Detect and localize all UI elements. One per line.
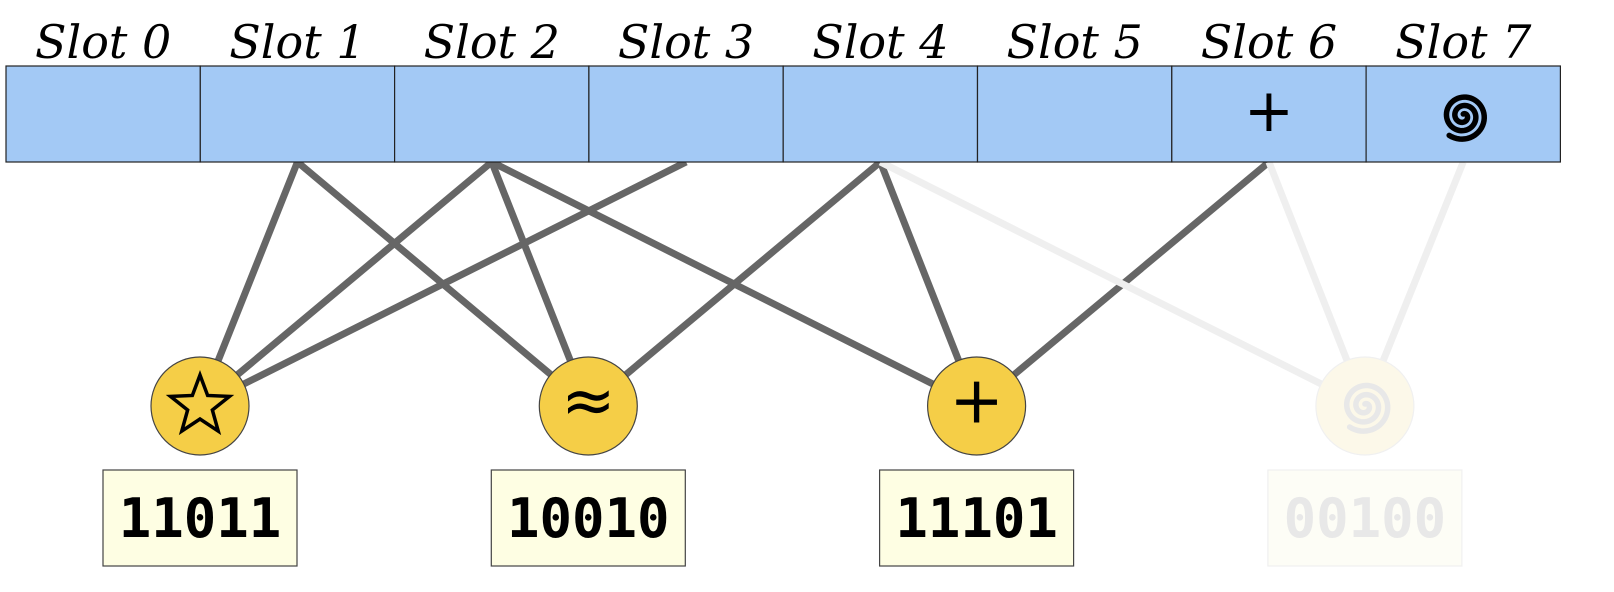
connection-line-slot2-item0 — [197, 159, 494, 409]
spiral-icon — [1343, 382, 1391, 434]
item-2: +11101 — [878, 356, 1075, 567]
slot-cell — [976, 65, 1173, 163]
approx-icon: ≈ — [561, 364, 615, 439]
spiral-icon — [1443, 94, 1488, 142]
code-label: 11011 — [119, 487, 282, 550]
slot-5: Slot 5 — [976, 15, 1173, 163]
slot-label: Slot 1 — [229, 15, 365, 69]
slot-1: Slot 1 — [199, 15, 396, 163]
code-box — [490, 469, 686, 567]
item-node — [926, 356, 1027, 456]
slot-label: Slot 3 — [618, 15, 754, 69]
slot-label: Slot 5 — [1007, 15, 1143, 69]
slot-4: Slot 4 — [782, 15, 979, 163]
connection-lines — [196, 158, 1467, 410]
connection-line-slot1-item1 — [295, 159, 591, 409]
code-label: 11101 — [895, 487, 1058, 550]
slot-cell — [1171, 65, 1367, 163]
slot-6: Slot 6 + — [1171, 15, 1367, 163]
slot-cell — [5, 65, 201, 163]
slot-cell — [394, 65, 590, 163]
code-label: 00100 — [1284, 487, 1447, 550]
slot-3: Slot 3 — [588, 15, 784, 163]
item-1: ≈10010 — [490, 356, 686, 567]
code-label: 10010 — [507, 487, 670, 550]
item-row: 11011 ≈10010 +11101 00100 — [102, 356, 1463, 567]
slot-7: Slot 7 — [1365, 15, 1561, 163]
item-3: 00100 — [1267, 356, 1463, 567]
slot-0: Slot 0 — [5, 15, 201, 163]
slot-2: Slot 2 — [394, 15, 590, 163]
item-node — [538, 356, 638, 456]
slot-label: Slot 7 — [1395, 15, 1532, 69]
item-node — [150, 356, 250, 456]
slot-label: Slot 4 — [812, 15, 948, 69]
slot-cell — [782, 65, 979, 163]
slot-row: Slot 0 Slot 1 Slot 2 Slot 3 Slot 4 Slot 5 Slot… — [5, 15, 1561, 163]
connection-line-slot2-item2 — [490, 158, 979, 410]
star-icon — [165, 369, 235, 436]
slot-label: Slot 0 — [35, 15, 171, 69]
code-box — [878, 469, 1075, 567]
code-box — [1267, 469, 1463, 567]
plus-icon: + — [949, 364, 1003, 439]
slot-cell — [199, 65, 396, 163]
slot-label: Slot 6 — [1201, 15, 1337, 69]
code-box — [102, 469, 298, 567]
plus-icon: + — [1244, 76, 1294, 146]
connection-line-slot4-item3 — [878, 158, 1367, 410]
item-0: 11011 — [102, 356, 298, 567]
slot-label: Slot 2 — [424, 15, 560, 69]
slot-cell — [588, 65, 784, 163]
